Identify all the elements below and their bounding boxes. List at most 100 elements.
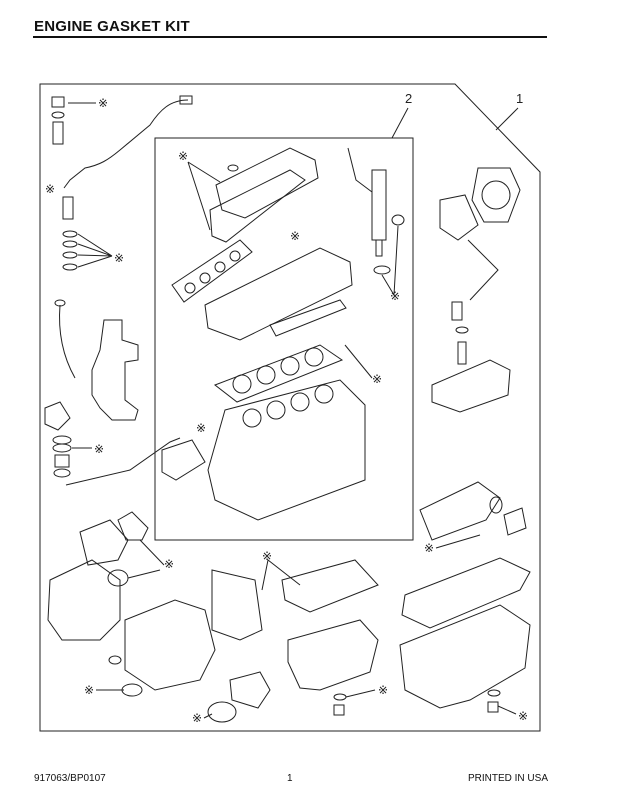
- title-rule: [33, 36, 547, 38]
- leader-line-subkit: [391, 107, 409, 139]
- thermostat-gasket-2: [52, 443, 72, 453]
- drain-washer-center: [333, 693, 347, 701]
- drain-washer-right: [487, 689, 501, 697]
- drain-plug-right: [487, 701, 499, 713]
- cover-plate-gasket: [207, 701, 237, 723]
- nut-top: [51, 96, 65, 108]
- block-bore-3: [290, 392, 310, 412]
- thermostat-gasket-1: [52, 435, 72, 445]
- idler-seal: [108, 655, 122, 665]
- washer-top: [51, 111, 65, 119]
- injector-seal: [373, 265, 391, 275]
- cylinder-head: [204, 247, 353, 341]
- gasket-mark: ※: [518, 709, 528, 723]
- thermostat-housing: [44, 401, 71, 431]
- injector-nozzle: [375, 239, 383, 257]
- gasket-mark: ※: [45, 182, 55, 196]
- rocker-cover: [215, 147, 319, 219]
- water-pump-gasket: [117, 511, 149, 541]
- footer-page-number: 1: [287, 773, 293, 784]
- return-pipe: [347, 147, 373, 193]
- gasket-mark: ※: [98, 96, 108, 110]
- leader-front-seal: [127, 569, 161, 579]
- gasket-mark: ※: [178, 149, 188, 163]
- front-cover: [47, 559, 121, 641]
- gasket-mark: ※: [114, 251, 124, 265]
- intake-elbow: [503, 507, 527, 536]
- intake-manifold: [419, 481, 501, 541]
- thermostat-housing-right: [431, 359, 511, 413]
- gasket-mark: ※: [94, 442, 104, 456]
- gasket-mark: ※: [372, 372, 382, 386]
- leader-head-gasket: [344, 344, 373, 379]
- gasket-port-3: [214, 261, 226, 273]
- sensor-right: [457, 341, 467, 365]
- subkit-boundary: [154, 137, 414, 541]
- block-bore-1: [242, 408, 262, 428]
- leader-line-kit: [495, 107, 519, 131]
- head-gasket: [213, 344, 344, 403]
- gasket-mark: ※: [192, 711, 202, 725]
- gasket-port-1: [184, 282, 196, 294]
- bore-1: [232, 374, 252, 394]
- leader-timing: [261, 559, 301, 591]
- footer-printed: PRINTED IN USA: [467, 773, 548, 784]
- water-outlet-flange: [471, 167, 521, 223]
- leader-drain-center: [345, 689, 376, 698]
- leader-outlet: [467, 239, 499, 301]
- block-bore-4: [314, 384, 334, 404]
- bore-2: [256, 365, 276, 385]
- leader-plate-gasket: [203, 713, 213, 719]
- injector-washer: [391, 214, 405, 226]
- gasket-mark: ※: [378, 683, 388, 697]
- cylinder-block: [207, 379, 366, 521]
- kit-boundary: [39, 83, 541, 732]
- water-pump: [79, 519, 129, 566]
- thermostat-seal: [53, 468, 71, 478]
- gasket-mark: ※: [196, 421, 206, 435]
- leader-intake: [435, 534, 481, 549]
- block-bore-2: [266, 400, 286, 420]
- intake-manifold-gasket: [171, 239, 253, 303]
- timing-gasket: [211, 569, 263, 641]
- gasket-mark: ※: [164, 557, 174, 571]
- crank-seal: [121, 683, 143, 697]
- seal-left-1: [62, 230, 78, 238]
- timing-case: [124, 599, 216, 691]
- gasket-mark: ※: [262, 549, 272, 563]
- leader-injector: [381, 225, 399, 297]
- footer-part-code: 917063/BP0107: [34, 773, 106, 784]
- injector-body: [371, 169, 387, 241]
- bore-3: [280, 356, 300, 376]
- cover-plate: [229, 671, 271, 709]
- bolt-right: [451, 301, 463, 321]
- gasket-port-4: [229, 250, 241, 262]
- cap-seal: [227, 164, 239, 172]
- oil-cooler-cover: [161, 439, 206, 481]
- oil-pan-gasket-right: [401, 557, 531, 629]
- fitting-top: [52, 121, 64, 145]
- drain-plug-center: [333, 704, 345, 716]
- bolt-washer-right: [455, 326, 469, 334]
- intake-seal: [489, 496, 503, 514]
- bore-4: [304, 347, 324, 367]
- seal-left-2: [62, 240, 78, 248]
- pipe-nut: [179, 95, 193, 105]
- rocker-cover-gasket: [209, 169, 306, 243]
- thermostat: [54, 454, 70, 468]
- leader-cover: [187, 161, 221, 231]
- gasket-mark: ※: [390, 289, 400, 303]
- gasket-port-2: [199, 272, 211, 284]
- page-title: ENGINE GASKET KIT: [34, 18, 190, 35]
- injection-pipe: [63, 99, 189, 189]
- bracket-body: [91, 319, 139, 421]
- leader-water-pump: [139, 539, 165, 566]
- callout-subkit-number: 2: [405, 91, 412, 106]
- oil-pan-center: [287, 619, 379, 691]
- leader-drain-right: [497, 705, 517, 715]
- nozzle-left: [62, 196, 74, 220]
- seal-left-4: [62, 263, 78, 271]
- seal-left-3: [62, 251, 78, 259]
- oil-pan-right: [399, 604, 531, 709]
